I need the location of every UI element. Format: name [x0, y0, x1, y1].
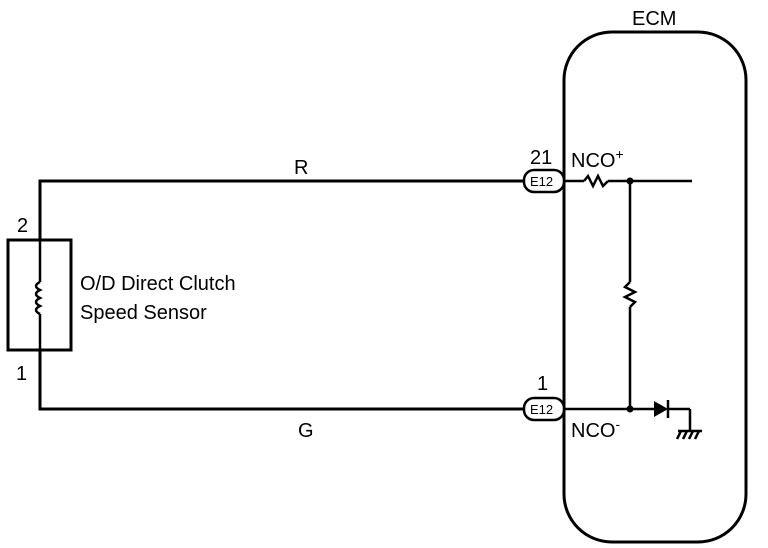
- connector-top-pin: 21: [530, 147, 552, 169]
- connector-bottom-pin: 1: [537, 373, 548, 395]
- sensor-name-line1: O/D Direct Clutch: [80, 273, 236, 295]
- ground-icon: [675, 429, 702, 440]
- wire-bottom: [38, 350, 524, 411]
- junction-dot-top: [626, 177, 634, 185]
- sensor-name-line2: Speed Sensor: [80, 302, 207, 324]
- sensor-pin-bottom: 1: [16, 363, 27, 385]
- wire-top: [38, 179, 524, 240]
- wire-bottom-color: G: [298, 420, 314, 442]
- signal-top-sign: +: [615, 146, 623, 162]
- sensor-pin-top: 2: [17, 215, 28, 237]
- connector-top-id: E12: [530, 174, 553, 189]
- ecm-box: [562, 30, 748, 544]
- signal-bottom-label: NCO-: [571, 416, 620, 442]
- ecm-label: ECM: [632, 8, 676, 30]
- resistor-top-icon: [583, 173, 609, 189]
- sensor-coil-icon: [34, 240, 43, 350]
- diode-icon: [654, 400, 670, 418]
- signal-top-label: NCO+: [571, 146, 624, 172]
- resistor-vertical-icon: [622, 281, 638, 308]
- junction-dot-bottom: [626, 405, 634, 413]
- wire-top-color: R: [294, 157, 308, 179]
- ecm-internal-circuit: [564, 173, 702, 440]
- signal-bottom-sign: -: [615, 416, 620, 432]
- connector-bottom-id: E12: [530, 402, 553, 417]
